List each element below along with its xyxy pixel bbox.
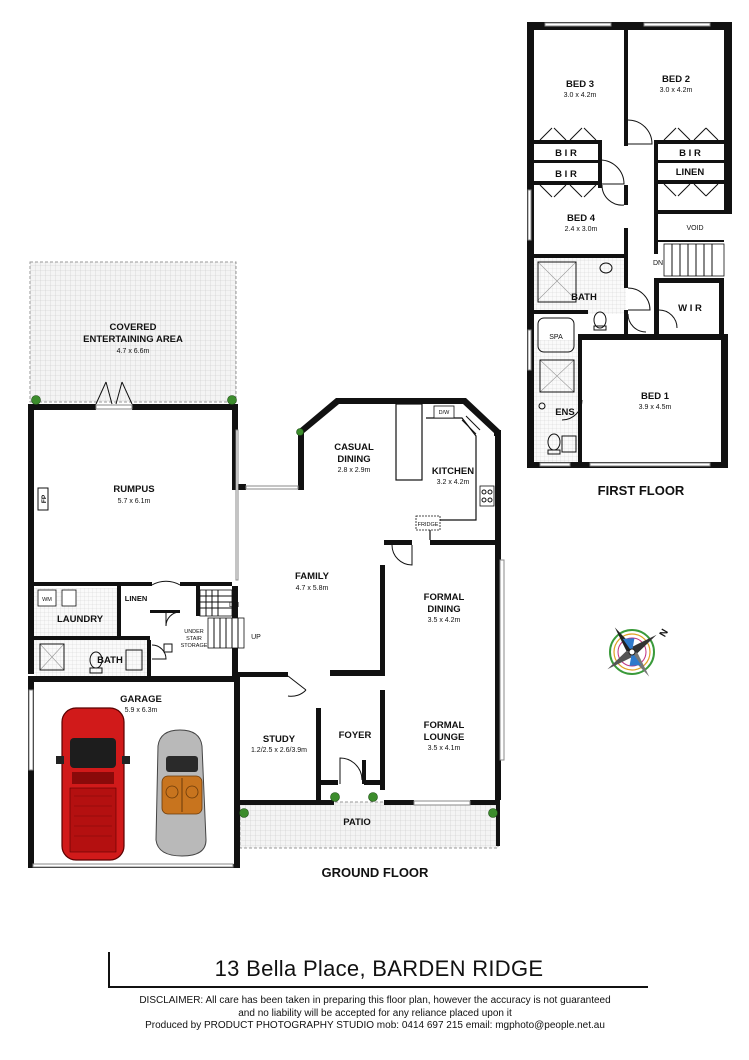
study-label: STUDY [263,734,296,745]
formal-dining-label-1: FORMAL [424,592,465,603]
ens-tiles [534,340,580,462]
family-label: FAMILY [295,571,330,582]
casual-dining-dims: 2.8 x 2.9m [338,467,371,474]
bir-bed4-label: B I R [555,169,577,180]
first-doors [539,119,719,421]
covered-area-label-1: COVERED [110,322,157,333]
formal-lounge-dims: 3.5 x 4.1m [428,745,461,752]
formal-lounge-label-2: LOUNGE [424,732,465,743]
disclaimer: DISCLAIMER: All care has been taken in p… [60,995,690,1033]
laundry-label: LAUNDRY [57,614,104,625]
fridge-label: FRIDGE [418,522,439,528]
ground-walls [28,398,501,868]
formal-dining-label-2: DINING [427,604,460,615]
ground-floor-title: GROUND FLOOR [322,865,429,880]
ground-stairs [199,589,245,649]
pillars [31,395,498,818]
covered-area-label-2: ENTERTAINING AREA [83,334,183,345]
bath-ground-label: BATH [97,655,123,666]
casual-dining-label-2: DINING [337,454,370,465]
first-room-labels: BED 3 3.0 x 4.2m BED 2 3.0 x 4.2m B I R … [549,74,704,498]
bir-bed2-label: B I R [679,148,701,159]
red-car-icon [56,707,130,861]
dw-label: D/W [439,410,451,416]
first-fixtures [537,261,613,455]
bed4-dims: 2.4 x 3.0m [565,226,598,233]
silver-car-icon [155,729,207,857]
foyer-label: FOYER [339,730,372,741]
disclaimer-line-1: DISCLAIMER: All care has been taken in p… [139,995,611,1006]
ground-fixtures [37,405,495,674]
kitchen-dims: 3.2 x 4.2m [437,479,470,486]
compass-icon: N [607,627,671,677]
disclaimer-line-2: and no liability will be accepted for an… [238,1007,512,1019]
garage-label: GARAGE [120,694,162,705]
covered-area-dims: 4.7 x 6.6m [117,348,150,355]
producer-credit: Produced by PRODUCT PHOTOGRAPHY STUDIO m… [145,1020,605,1031]
bed3-dims: 3.0 x 4.2m [564,92,597,99]
under-stair-label-1: UNDER [184,629,204,635]
stair-up-label: UP [251,634,261,641]
under-stair-label-2: STAIR [186,636,202,642]
wir-label: W I R [678,303,702,314]
formal-lounge-label-1: FORMAL [424,720,465,731]
under-stair-label-3: STORAGE [181,643,208,649]
bed3-label: BED 3 [566,79,594,90]
bath-first-label: BATH [571,292,597,303]
spa-label: SPA [549,334,563,341]
first-walls [527,22,732,468]
rumpus-dims: 5.7 x 6.1m [118,498,151,505]
family-dims: 4.7 x 5.8m [296,585,329,592]
linen-first-label: LINEN [676,167,705,178]
covered-area-paving [29,261,237,403]
bath-first-tiles [534,258,626,314]
casual-dining-label-1: CASUAL [334,442,374,453]
first-floor: BED 3 3.0 x 4.2m BED 2 3.0 x 4.2m B I R … [527,22,732,498]
ground-room-labels: COVERED ENTERTAINING AREA 4.7 x 6.6m RUM… [41,322,474,880]
property-address: 13 Bella Place, BARDEN RIDGE [214,956,544,981]
ens-label: ENS [555,407,575,418]
ground-windows [28,404,505,868]
linen-ground-label: LINEN [125,594,148,603]
first-stairs [663,243,725,277]
fp-label: FP [41,494,48,503]
bed1-dims: 3.9 x 4.5m [639,404,672,411]
wm-label: WM [42,597,52,603]
ground-floor: COVERED ENTERTAINING AREA 4.7 x 6.6m RUM… [28,261,505,880]
bed4-label: BED 4 [567,213,596,224]
patio-label: PATIO [343,817,371,828]
patio-paving [239,801,499,849]
rumpus-label: RUMPUS [113,484,154,495]
formal-dining-dims: 3.5 x 4.2m [428,617,461,624]
stair-dn-first-label: DN [653,260,663,267]
address-box: 13 Bella Place, BARDEN RIDGE [108,952,648,988]
bed2-label: BED 2 [662,74,690,85]
stair-dn-ground-label: DN [229,602,239,609]
compass-north-label: N [658,627,671,639]
first-floor-title: FIRST FLOOR [598,483,685,498]
kitchen-label: KITCHEN [432,466,474,477]
study-dims: 1.2/2.5 x 2.6/3.9m [251,747,307,754]
bed1-label: BED 1 [641,391,670,402]
ground-doors [95,381,413,784]
bed2-dims: 3.0 x 4.2m [660,87,693,94]
garage-dims: 5.9 x 6.3m [125,707,158,714]
bir-bed3-label: B I R [555,148,577,159]
first-windows [527,22,711,467]
void-label: VOID [686,225,703,232]
